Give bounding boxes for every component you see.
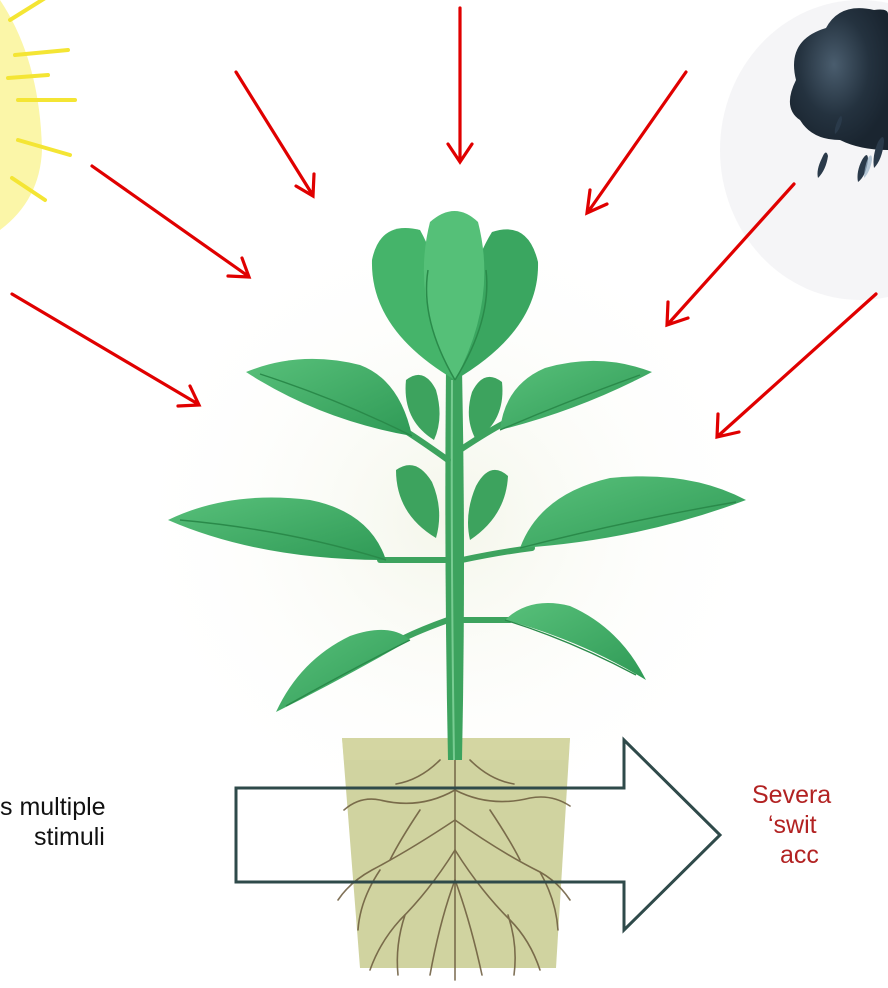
stimulus-arrow (236, 72, 314, 196)
stimulus-arrow (587, 72, 686, 213)
sun-icon (0, 0, 75, 230)
right-caption: Severa ‘swit acc (752, 780, 831, 870)
right-caption-line-1: Severa (752, 780, 831, 810)
right-caption-line-2: ‘swit (752, 810, 831, 840)
right-caption-line-3: acc (752, 840, 831, 870)
stimulus-arrow (448, 8, 472, 162)
stimulus-arrow (717, 294, 876, 437)
stimulus-arrow (92, 166, 249, 277)
left-caption-line-1: s multiple (0, 792, 106, 822)
left-caption: s multiple stimuli (0, 792, 106, 852)
left-caption-line-2: stimuli (0, 822, 106, 852)
